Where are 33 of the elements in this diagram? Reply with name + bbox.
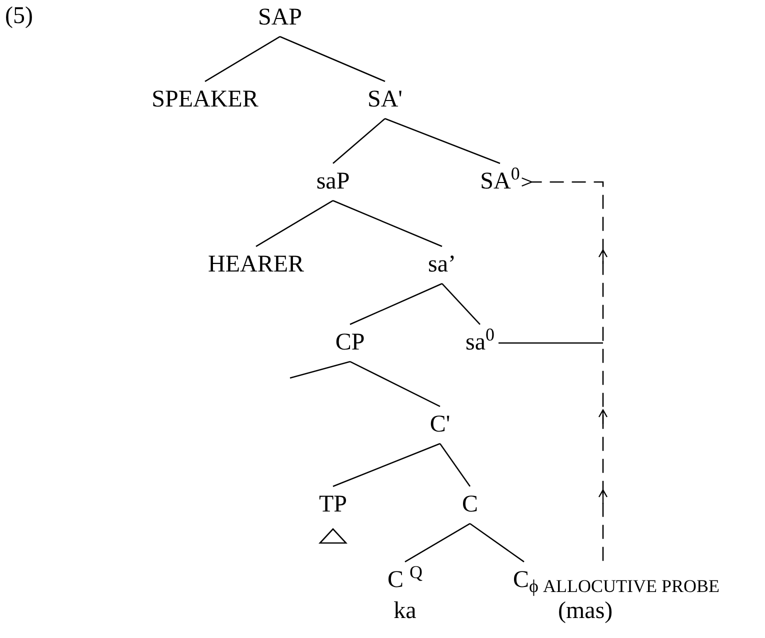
branch-line <box>439 443 471 487</box>
branch-line <box>498 342 603 344</box>
branch-line <box>350 283 442 325</box>
node-label: SAP <box>258 3 302 32</box>
gloss-text: (mas) <box>558 597 613 626</box>
branch-line <box>470 523 524 562</box>
node-label: HEARER <box>208 250 304 280</box>
branch-line <box>290 360 350 379</box>
branch-line <box>350 361 440 407</box>
dashed-arrow <box>521 177 604 561</box>
branch-line <box>442 283 480 325</box>
branch-line <box>280 36 386 82</box>
branch-line <box>404 523 470 562</box>
branch-line <box>332 200 442 247</box>
node-label: SPEAKER <box>152 85 258 114</box>
gloss-text: ka <box>394 597 416 626</box>
node-label: C <box>462 490 478 520</box>
node-label: saP <box>316 167 350 196</box>
node-label: C$_{ϕ ALLOCUTIVE PROBE}$ <box>513 566 720 596</box>
node-label: sa’ <box>428 250 456 280</box>
branch-line <box>256 200 334 247</box>
branch-line <box>332 443 440 487</box>
node-label: SA' <box>368 85 402 114</box>
branch-line <box>332 118 386 164</box>
example-number: (5) <box>5 4 33 28</box>
node-label: SA$^{0}$ <box>480 166 520 196</box>
node-label: C $^{Q}$ <box>388 564 422 595</box>
node-label: C' <box>430 410 450 440</box>
node-label: CP <box>335 328 365 358</box>
node-label: sa$^{0}$ <box>466 327 494 358</box>
node-label: TP <box>319 490 347 520</box>
branch-line <box>384 118 500 164</box>
branch-line <box>204 36 280 82</box>
